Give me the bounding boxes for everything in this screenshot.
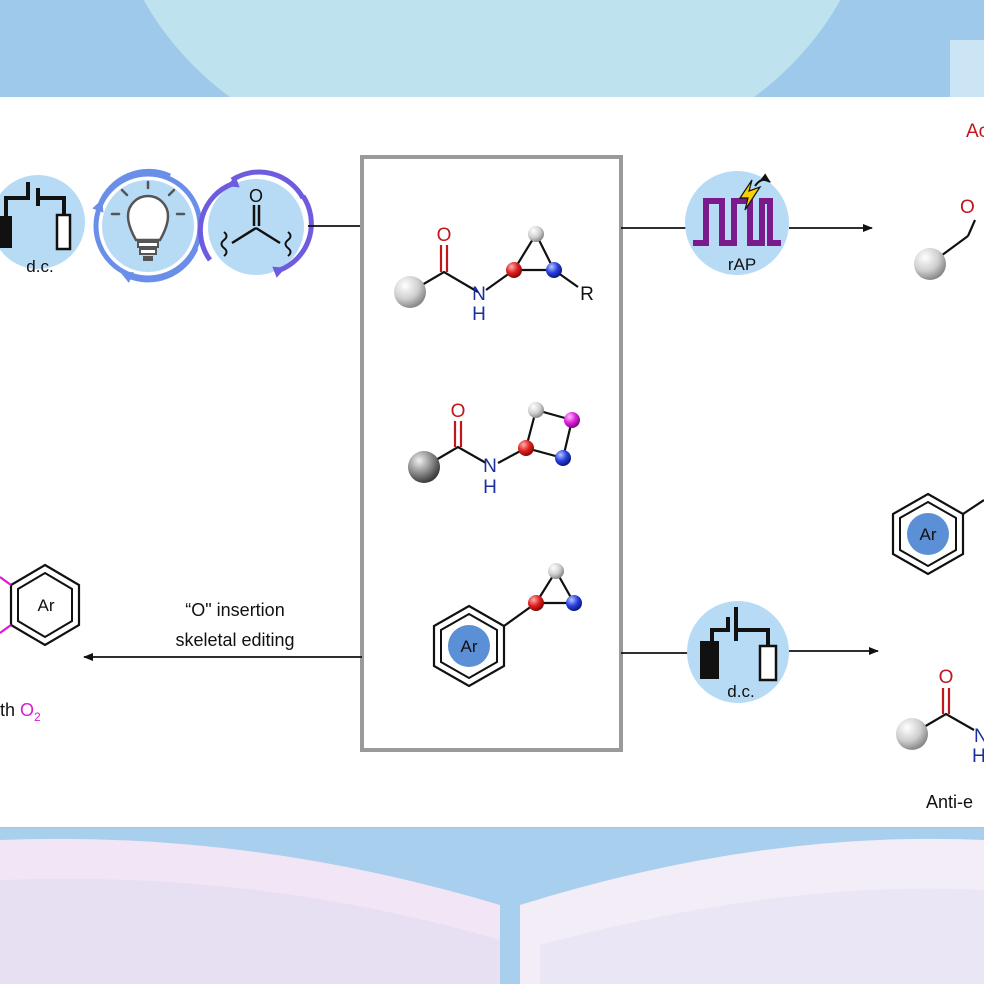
product-left-aryl: Ar [0,563,81,647]
right-bottom-n-label: N [974,726,984,747]
product-right-aryl: Ar [891,492,984,576]
carbonyl-cycle-icon: O [197,169,314,278]
with-o2-label: th O2 [0,700,41,724]
rap-pulse-icon: rAP [685,171,789,275]
left-ar-label: Ar [38,596,55,615]
product-top-right: O [914,197,977,280]
dc-power-icon-bottom: d.c. [687,601,789,703]
amide2-h-label: H [483,477,497,498]
top-right-label: Ac [966,121,984,142]
amide1-r-label: R [580,284,594,305]
carbonyl-o-label: O [249,186,263,206]
right-bottom-h-label: H [972,746,984,767]
amide1-h-label: H [472,304,486,325]
lightning-icon [738,179,762,211]
product-bottom-right: O N H [896,667,984,767]
skeletal-editing-label: skeletal editing [175,630,294,650]
dc-label-top: d.c. [26,257,53,276]
substrate-panel [360,155,623,752]
right-bottom-o-label: O [939,667,954,688]
molecule-amide-cyclobutane: O N H [408,401,580,498]
molecule-amide-cyclopropane: O N H R [394,225,594,325]
dc-power-icon-top: d.c. [0,175,85,276]
o-insertion-label: “O" insertion [185,600,284,620]
amide2-n-label: N [483,456,497,477]
molecule-aryl-cyclopropane: Ar [432,563,582,688]
amide1-o-label: O [437,225,452,246]
rap-label: rAP [728,255,756,274]
amide2-o-label: O [451,401,466,422]
light-bulb-icon [92,168,203,283]
dc-label-bottom: d.c. [727,682,754,701]
right-top-o-label: O [960,197,975,218]
amide1-n-label: N [472,284,486,305]
substituent-sphere [394,276,426,308]
right-ar-label: Ar [920,525,937,544]
anti-label: Anti-e [926,792,973,812]
aryl-center-label: Ar [461,637,478,656]
